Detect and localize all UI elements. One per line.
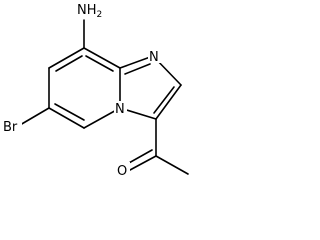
bond-c8a-n1 bbox=[119, 55, 154, 69]
chemical-structure-diagram: NH2 N N Br O bbox=[3, 3, 189, 179]
double-bond-c2-c3-inner bbox=[153, 86, 175, 114]
double-bond-c8-c8a-inner bbox=[85, 55, 114, 72]
amine-label: NH2 bbox=[77, 3, 102, 20]
double-bond-c5-c6-inner bbox=[54, 103, 85, 121]
oxygen-label: O bbox=[117, 164, 127, 179]
imidazole-nitrogen-label: N bbox=[149, 50, 159, 65]
bond-acyl-methyl bbox=[155, 155, 189, 175]
bromine-label: Br bbox=[3, 120, 18, 135]
bond-c5-c6 bbox=[48, 107, 85, 129]
bond-c6-bromine bbox=[19, 107, 50, 126]
double-bond-c7-c8-inner bbox=[55, 55, 83, 72]
bond-c7-c8 bbox=[48, 47, 85, 69]
bond-c8-c8a bbox=[83, 47, 121, 69]
double-bond-c8a-n1-inner bbox=[124, 63, 151, 75]
bond-c2-c3 bbox=[155, 84, 182, 120]
double-bond-acyl-oxygen bbox=[126, 149, 153, 165]
bridgehead-nitrogen-label: N bbox=[115, 102, 125, 117]
bond-acyl-oxygen bbox=[129, 155, 157, 171]
